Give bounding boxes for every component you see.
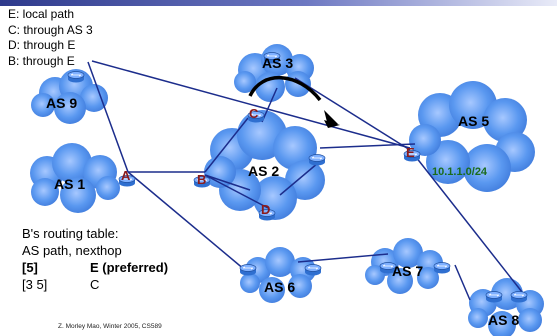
as8-cloud [468, 278, 544, 336]
router-as8-west [485, 291, 503, 303]
link-as2-east-d [279, 162, 319, 196]
as-path-cell: [5] [22, 260, 38, 275]
as8-label: AS 8 [488, 312, 519, 328]
link-as6-as7 [297, 253, 389, 263]
as3-label: AS 3 [262, 55, 293, 71]
as6-label: AS 6 [264, 279, 295, 295]
legend-item: C: through AS 3 [8, 22, 93, 37]
link-b-as2-east [204, 174, 251, 191]
router-as2-east [308, 154, 326, 166]
router-as7-east [433, 262, 451, 274]
links [87, 60, 523, 301]
as1-label: AS 1 [54, 176, 85, 192]
link-c-as3 [261, 87, 278, 123]
routing-table-title: B's routing table: [22, 226, 119, 241]
router-label-e: E [406, 145, 415, 160]
link-a-as6 [127, 171, 246, 271]
as2-label: AS 2 [248, 163, 279, 179]
as1-cloud [30, 143, 120, 213]
router-label-b: B [197, 172, 206, 187]
router-as6-west [239, 264, 257, 276]
as-path-cell: [3 5] [22, 277, 48, 292]
routing-table-row: [3 5] C [22, 276, 168, 293]
legend-item: E: local path [8, 7, 75, 21]
legend-item: D: through E [8, 38, 76, 52]
route-legend: E: local path C: through AS 3 D: through… [8, 7, 93, 69]
routing-table-row: [5] E (preferred) [22, 259, 168, 276]
route-arc [248, 75, 322, 102]
link-e-as8 [411, 151, 523, 293]
router-label-d: D [261, 202, 270, 217]
router-as6-east [304, 264, 322, 276]
as6-cloud [240, 247, 316, 303]
legend-item: B: through E [8, 53, 75, 68]
direction-arrowhead [324, 120, 340, 128]
link-b-d [204, 174, 269, 209]
as7-label: AS 7 [392, 263, 423, 279]
router-label-a: A [121, 168, 131, 183]
link-as7-as8 [454, 264, 471, 301]
routing-table: B's routing table: AS path, nexthop [5] E… [22, 225, 168, 293]
router-as9 [67, 71, 85, 83]
title-bar [0, 0, 557, 6]
prefix-label: 10.1.1.0/24 [432, 166, 488, 178]
link-as9-a [87, 61, 129, 173]
nexthop-cell: E (preferred) [90, 260, 169, 275]
as3-cloud [234, 44, 314, 102]
link-as3-e [294, 77, 411, 151]
link-b-as3 [204, 117, 249, 173]
as2-cloud [204, 110, 325, 220]
nexthop-cell: C [90, 277, 100, 292]
router-label-c: C [249, 106, 259, 121]
as9-cloud [31, 69, 108, 124]
routing-table-header: AS path, nexthop [22, 243, 122, 258]
as9-label: AS 9 [46, 95, 77, 111]
slide-footer: Z. Morley Mao, Winter 2005, CS589 [58, 323, 162, 330]
as5-cloud [409, 81, 535, 192]
as5-label: AS 5 [458, 113, 489, 129]
link-legend-e [91, 60, 411, 149]
router-as8-east [510, 291, 528, 303]
